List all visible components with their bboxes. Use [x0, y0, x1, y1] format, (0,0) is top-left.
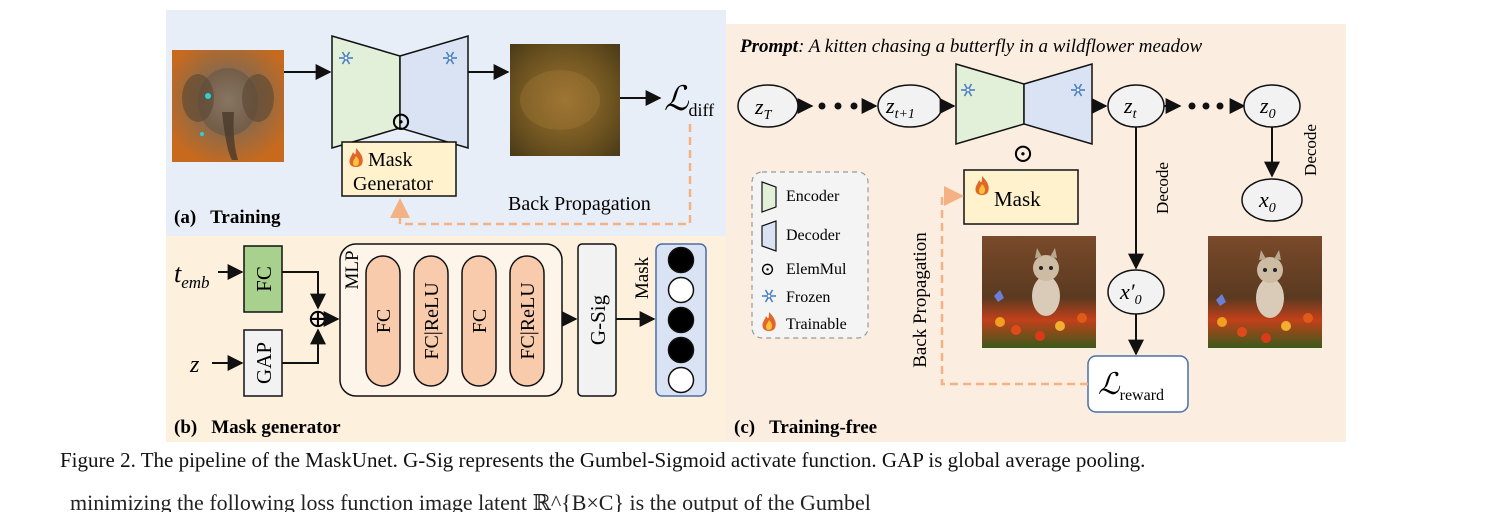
mlp-layer-2-label: FC|ReLU [421, 282, 443, 360]
decoder-shape [761, 220, 777, 252]
mlp-layer-1 [365, 255, 401, 387]
elemmul-symbol-a: ⊙ [390, 107, 412, 136]
node-z-T-label: zT [754, 94, 773, 123]
mask-bit [667, 366, 695, 394]
mask-bit [667, 336, 695, 364]
mask-bit [667, 306, 695, 334]
back-propagation-label-a: Back Propagation [508, 193, 651, 215]
node-z-0-label: z0 [1259, 93, 1276, 122]
gap-to-plus [282, 328, 326, 364]
decode-label-zt: Decode [1153, 162, 1172, 214]
back-propagation-path-c [940, 186, 1088, 386]
plus-symbol: ⊕ [307, 304, 329, 333]
node-z-t-plus-1-label: zt+1 [885, 93, 915, 122]
kitten-image-final [1208, 236, 1322, 348]
mlp-layer-3-label: FC [469, 309, 491, 333]
mask-bits [667, 246, 695, 394]
back-propagation-label-c: Back Propagation [910, 232, 931, 368]
node-x-0 [1241, 178, 1303, 222]
mlp-label: MLP [342, 250, 363, 289]
fc-box [243, 245, 283, 313]
panel-b-mask-generator: temb z FC GAP ⊕ MLP FC FC|ReLU FC FC|ReL… [174, 243, 707, 438]
elephant-input-image [172, 50, 284, 162]
panel-c-training-free: Prompt: A kitten chasing a butterfly in … [734, 36, 1322, 438]
mlp-layer-4-label: FC|ReLU [517, 282, 539, 360]
legend-encoder-label: Encoder [786, 188, 840, 205]
maskunet-pipeline-diagram: ℒdiff ⊙ Mask Generator Back Propagation … [166, 10, 1346, 442]
gap-box-label: GAP [252, 342, 276, 384]
loss-diff: ℒdiff [664, 81, 714, 120]
cutoff-text-line: minimizing the following loss function i… [70, 490, 871, 512]
gsig-label: G-Sig [586, 294, 610, 345]
mask-bit [667, 246, 695, 274]
fc-box-label: FC [252, 266, 276, 292]
node-x-0-prime-label: x′0 [1119, 279, 1142, 308]
cutoff-body-text: minimizing the following loss function i… [0, 478, 1496, 512]
mask-generator-box [341, 141, 457, 197]
legend-box [751, 171, 869, 339]
encoder-shape [761, 181, 777, 213]
mlp-layer-2 [413, 255, 449, 387]
legend-trainable-label: Trainable [786, 316, 847, 333]
mlp-layer-4 [509, 255, 545, 387]
mask-generator-label-2: Generator [353, 173, 433, 195]
panel-b-label: (b)Mask generator [174, 417, 341, 438]
panel-c-label: (c)Training-free [734, 417, 877, 438]
mask-generator-label-1: Mask [368, 149, 412, 171]
elemmul-symbol-c: ⊙ [1012, 139, 1034, 168]
mask-label-b: Mask [632, 256, 653, 299]
legend-frozen-label: Frozen [786, 289, 830, 306]
gap-box [243, 329, 283, 397]
node-z-t-label: zt [1123, 93, 1138, 122]
decode-label-z0: Decode [1301, 124, 1320, 176]
elemmul-symbol: ⊙ [760, 259, 775, 279]
input-z: z [189, 352, 200, 378]
legend-decoder-label: Decoder [786, 227, 841, 244]
prompt-text: Prompt: A kitten chasing a butterfly in … [739, 36, 1202, 57]
kitten-image-intermediate [982, 236, 1096, 348]
mask-bit [667, 276, 695, 304]
fc-to-plus [282, 271, 326, 310]
figure-caption: Figure 2. The pipeline of the MaskUnet. … [60, 448, 1146, 472]
loss-reward: ℒreward [1098, 368, 1164, 404]
legend-elemmul-label: ElemMul [786, 261, 847, 278]
mlp-layer-1-label: FC [373, 309, 395, 333]
node-x-0-label: x0 [1258, 187, 1276, 216]
panel-a-training: ℒdiff ⊙ Mask Generator Back Propagation … [172, 34, 714, 228]
input-t-emb: temb [174, 259, 210, 292]
noise-prediction-image [510, 44, 620, 156]
mask-box-c-label: Mask [994, 187, 1041, 211]
panel-a-label: (a)Training [174, 207, 281, 228]
unet-decoder-a [399, 34, 469, 150]
mlp-layer-3 [461, 255, 497, 387]
